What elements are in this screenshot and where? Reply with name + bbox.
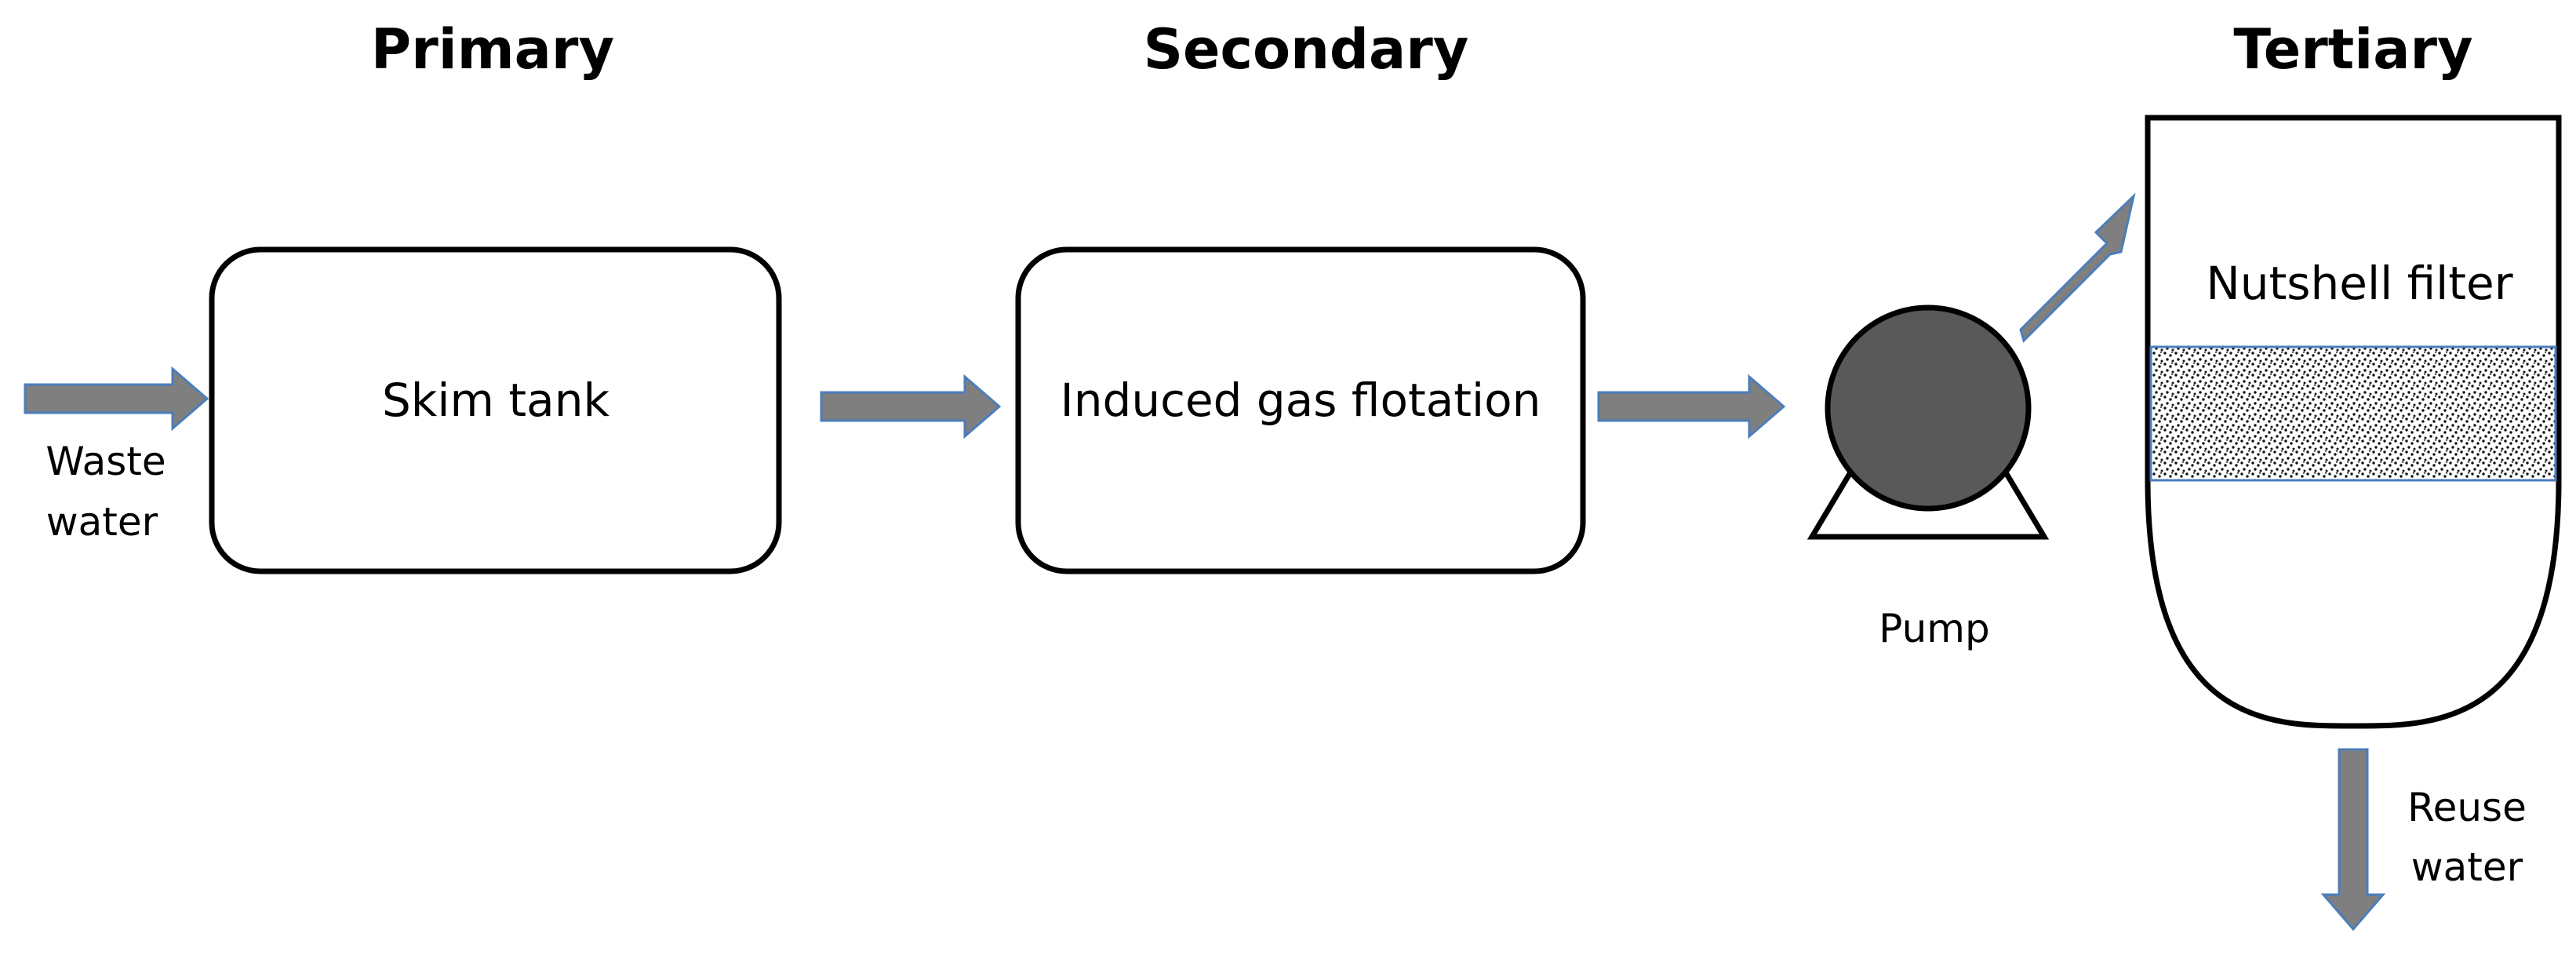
induced-gas-flotation-label: Induced gas flotation [1061, 374, 1541, 427]
stage-title-primary: Primary [371, 17, 614, 82]
arrow-skim-to-flotation [820, 374, 1002, 439]
waste-water-label-line1: Waste [45, 439, 166, 484]
arrow-pump-to-filter [2019, 192, 2136, 343]
waste-water-label-line2: water [46, 499, 158, 545]
reuse-water-label-line2: water [2411, 844, 2523, 890]
stage-title-tertiary: Tertiary [2233, 17, 2472, 82]
arrow-flotation-to-pump [1597, 374, 1786, 439]
nutshell-filter-vessel [2145, 115, 2562, 729]
filter-media-bed [2149, 345, 2557, 482]
inlet-arrow [24, 366, 209, 432]
pump-body [1825, 304, 2032, 512]
skim-tank-box [209, 246, 782, 574]
skim-tank-label: Skim tank [382, 374, 609, 427]
outlet-arrow [2320, 748, 2386, 932]
induced-gas-flotation-box [1015, 246, 1586, 574]
pump [1806, 304, 2050, 540]
nutshell-filter-label: Nutshell filter [2206, 257, 2512, 310]
pump-label: Pump [1879, 606, 1989, 651]
stage-title-secondary: Secondary [1144, 17, 1469, 82]
reuse-water-label-line1: Reuse [2407, 785, 2527, 830]
